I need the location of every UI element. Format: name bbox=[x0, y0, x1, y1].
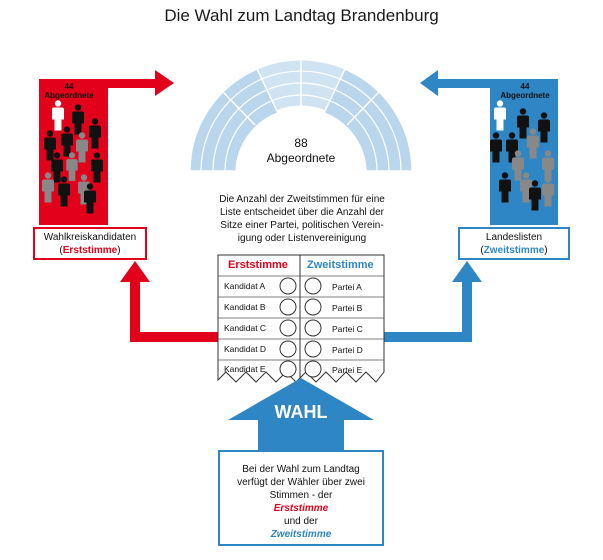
candidate-label: Kandidat E bbox=[224, 364, 266, 374]
paren-open: ( bbox=[480, 245, 484, 256]
ballot-header-erststimme: Erststimme bbox=[228, 259, 288, 271]
circle-icon bbox=[304, 360, 322, 378]
candidate-label: Kandidat C bbox=[224, 323, 267, 333]
right-box-vote: (Zweitstimme) bbox=[460, 244, 568, 257]
circle-icon bbox=[304, 319, 322, 337]
person-icon bbox=[506, 132, 518, 163]
explanation-box: Bei der Wahl zum Landtag verfügt der Wäh… bbox=[218, 450, 384, 546]
paren-close: ) bbox=[544, 245, 548, 256]
person-icon bbox=[520, 172, 532, 203]
right-box-title: Landeslisten bbox=[485, 232, 543, 243]
circle-icon bbox=[279, 277, 297, 295]
parliament-count: 88 bbox=[294, 136, 308, 150]
person-icon bbox=[89, 118, 101, 149]
person-icon bbox=[66, 152, 78, 181]
explanation-line: verfügt der Wähler über zwei bbox=[237, 477, 365, 488]
person-icon bbox=[42, 172, 54, 203]
arrow-up-icon bbox=[228, 378, 374, 450]
explanation-line: Stimmen - der bbox=[269, 490, 333, 501]
person-icon bbox=[61, 126, 73, 157]
person-icon bbox=[499, 172, 511, 203]
right-people-group bbox=[490, 100, 554, 211]
party-label: Partei D bbox=[332, 345, 363, 355]
erststimme-emphasis: Erststimme bbox=[273, 503, 329, 514]
arrow-right-icon bbox=[108, 70, 174, 96]
right-count: 44 bbox=[520, 82, 530, 91]
circle-icon bbox=[279, 319, 297, 337]
candidate-label: Kandidat B bbox=[224, 302, 266, 312]
page-title: Die Wahl zum Landtag Brandenburg bbox=[164, 6, 439, 25]
circle-icon bbox=[279, 298, 297, 316]
person-icon bbox=[542, 176, 554, 207]
red-flow-arrow bbox=[120, 261, 218, 342]
info-line: Die Anzahl der Zweitstimmen für eine bbox=[219, 194, 385, 205]
left-box-vote: (Erststimme) bbox=[35, 244, 145, 257]
left-people-group bbox=[42, 100, 103, 214]
right-label-box: Landeslisten (Zweitstimme) bbox=[458, 227, 570, 260]
circle-icon bbox=[279, 360, 297, 378]
arrow-left-icon bbox=[420, 70, 490, 96]
info-line: Liste entscheidet über die Anzahl der bbox=[220, 207, 384, 218]
person-icon bbox=[51, 152, 63, 183]
info-line: igung oder Listenvereinigung bbox=[237, 233, 367, 244]
blue-flow-arrow bbox=[384, 261, 482, 342]
person-icon bbox=[490, 132, 502, 163]
candidate-label: Kandidat D bbox=[224, 344, 267, 354]
right-count-label: Abgeordnete bbox=[500, 91, 550, 100]
info-line: Sitze einer Partei, politischen Verein- bbox=[220, 220, 384, 231]
person-icon bbox=[538, 112, 550, 143]
parliament-label: Abgeordnete bbox=[266, 151, 336, 165]
left-count-label: Abgeordnete bbox=[44, 91, 94, 100]
person-icon bbox=[494, 100, 506, 131]
paren-open: ( bbox=[59, 245, 63, 256]
left-box-title: Wahlkreiskandidaten bbox=[43, 232, 137, 243]
person-icon bbox=[84, 183, 96, 214]
person-icon bbox=[517, 108, 529, 139]
left-count: 44 bbox=[64, 82, 74, 91]
explanation-line: Bei der Wahl zum Landtag bbox=[242, 464, 360, 475]
party-label: Partei A bbox=[332, 282, 362, 292]
circle-icon bbox=[304, 277, 322, 295]
info-text: Die Anzahl der Zweitstimmen für eine Lis… bbox=[196, 193, 408, 245]
person-icon bbox=[76, 132, 88, 163]
explanation-line: und der bbox=[284, 516, 318, 527]
person-icon bbox=[44, 130, 56, 161]
ballot-paper bbox=[217, 254, 385, 383]
parliament-seats bbox=[189, 59, 413, 172]
circle-icon bbox=[279, 340, 297, 358]
person-icon bbox=[529, 180, 541, 211]
ballot-header-zweitstimme: Zweitstimme bbox=[307, 259, 374, 271]
party-label: Partei B bbox=[332, 303, 363, 313]
zweitstimme-emphasis: Zweitstimme bbox=[270, 529, 332, 540]
person-icon bbox=[52, 100, 64, 131]
circle-icon bbox=[304, 298, 322, 316]
paren-close: ) bbox=[117, 245, 121, 256]
left-label-box: Wahlkreiskandidaten (Erststimme) bbox=[33, 227, 147, 260]
person-icon bbox=[542, 150, 554, 181]
person-icon bbox=[527, 128, 539, 159]
candidate-label: Kandidat A bbox=[224, 281, 266, 291]
person-icon bbox=[91, 152, 103, 183]
party-label: Partei E bbox=[332, 365, 363, 375]
erststimme-label: Erststimme bbox=[62, 245, 118, 256]
party-label: Partei C bbox=[332, 324, 363, 334]
circle-icon bbox=[304, 340, 322, 358]
wahl-label: WAHL bbox=[274, 402, 328, 422]
person-icon bbox=[72, 104, 84, 135]
person-icon bbox=[512, 150, 524, 181]
zweitstimme-label: Zweitstimme bbox=[483, 245, 545, 256]
person-icon bbox=[58, 176, 70, 207]
